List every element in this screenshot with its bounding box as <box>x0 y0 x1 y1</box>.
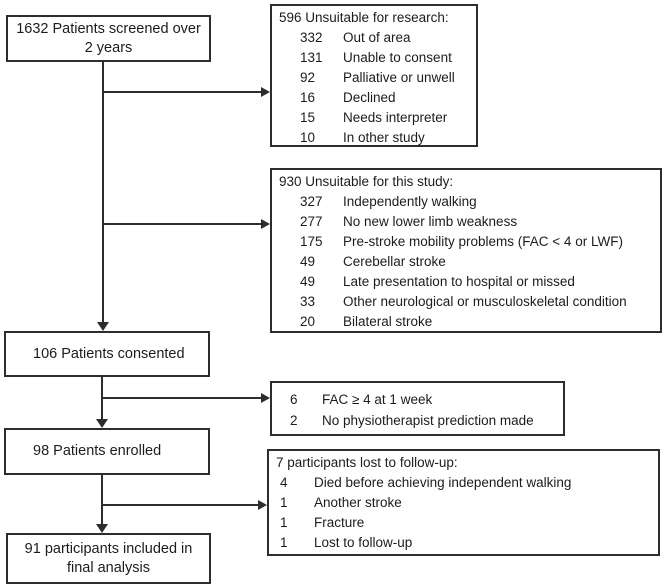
item-count: 327 <box>300 194 323 209</box>
box-final-analysis: 91 participants included in final analys… <box>6 533 211 584</box>
item-count: 2 <box>290 413 298 428</box>
connector-screened-to-consented <box>102 62 104 322</box>
list-item: 33 Other neurological or musculoskeletal … <box>272 292 660 312</box>
box-final-analysis-line2: final analysis <box>66 559 150 576</box>
box-screened-line1: 1632 Patients screened over <box>16 20 201 37</box>
arrowhead-right-unsuitable-research <box>261 87 270 97</box>
item-label: Declined <box>343 90 396 105</box>
arrowhead-down-consented <box>97 322 109 331</box>
item-count: 20 <box>300 314 316 329</box>
item-count: 175 <box>300 234 323 249</box>
list-item: 277 No new lower limb weakness <box>272 212 660 232</box>
connector-to-unsuitable-study <box>103 223 262 225</box>
item-label: Lost to follow-up <box>314 535 413 550</box>
item-label: Bilateral stroke <box>343 314 433 329</box>
item-label: No new lower limb weakness <box>343 214 518 229</box>
item-label: Needs interpreter <box>343 110 448 125</box>
item-count: 16 <box>300 90 316 105</box>
item-label: FAC ≥ 4 at 1 week <box>322 392 433 407</box>
item-label: Palliative or unwell <box>343 70 455 85</box>
list-item: 131 Unable to consent <box>272 48 476 68</box>
item-count: 10 <box>300 130 316 145</box>
item-label: Out of area <box>343 30 411 45</box>
item-label: Cerebellar stroke <box>343 254 446 269</box>
item-label: Late presentation to hospital or missed <box>343 274 575 289</box>
box-final-analysis-line1: 91 participants included in <box>24 540 193 557</box>
unsuitable-research-header: 596 Unsuitable for research: <box>279 10 449 25</box>
item-count: 15 <box>300 110 316 125</box>
item-count: 92 <box>300 70 316 85</box>
list-item: 92 Palliative or unwell <box>272 68 476 88</box>
item-count: 1 <box>280 535 288 550</box>
box-enrolled: 98 Patients enrolled <box>4 428 210 475</box>
item-count: 49 <box>300 254 316 269</box>
arrowhead-right-excluded-week1 <box>261 393 270 403</box>
unsuitable-study-header: 930 Unsuitable for this study: <box>279 174 454 189</box>
item-label: No physiotherapist prediction made <box>322 413 534 428</box>
box-lost-followup: 7 participants lost to follow-up: 4 Died … <box>267 449 660 556</box>
list-item: 1 Lost to follow-up <box>269 533 658 553</box>
item-count: 1 <box>280 495 288 510</box>
box-unsuitable-study: 930 Unsuitable for this study: 327 Indepe… <box>270 168 662 333</box>
item-label: Another stroke <box>314 495 402 510</box>
arrowhead-right-lost-followup <box>258 500 267 510</box>
item-label: Pre-stroke mobility problems (FAC < 4 or… <box>343 234 623 249</box>
item-label: Fracture <box>314 515 365 530</box>
list-item: 10 In other study <box>272 128 476 148</box>
item-count: 332 <box>300 30 323 45</box>
arrowhead-down-final <box>96 524 108 533</box>
box-consented-label: 106 Patients consented <box>33 345 185 362</box>
item-label: Other neurological or musculoskeletal co… <box>343 294 627 309</box>
item-label: Unable to consent <box>343 50 452 65</box>
list-item: 2 No physiotherapist prediction made <box>272 410 563 431</box>
item-count: 1 <box>280 515 288 530</box>
connector-to-lost-followup <box>102 504 259 506</box>
box-screened: 1632 Patients screened over 2 years <box>6 15 211 62</box>
list-item: 1 Another stroke <box>269 493 658 513</box>
list-item: 20 Bilateral stroke <box>272 312 660 332</box>
list-item: 16 Declined <box>272 88 476 108</box>
item-count: 6 <box>290 392 298 407</box>
list-item: 49 Cerebellar stroke <box>272 252 660 272</box>
list-item: 4 Died before achieving independent walki… <box>269 473 658 493</box>
list-item: 175 Pre-stroke mobility problems (FAC < 4… <box>272 232 660 252</box>
list-item: 49 Late presentation to hospital or misse… <box>272 272 660 292</box>
box-unsuitable-research: 596 Unsuitable for research: 332 Out of a… <box>270 4 478 147</box>
item-count: 49 <box>300 274 316 289</box>
item-count: 277 <box>300 214 323 229</box>
box-excluded-week1: 6 FAC ≥ 4 at 1 week 2 No physiotherapist p… <box>270 381 565 436</box>
item-label: Died before achieving independent walkin… <box>314 475 572 490</box>
item-label: In other study <box>343 130 425 145</box>
list-item: 15 Needs interpreter <box>272 108 476 128</box>
box-screened-line2: 2 years <box>84 39 133 56</box>
item-count: 33 <box>300 294 316 309</box>
list-item: 1 Fracture <box>269 513 658 533</box>
connector-to-excluded-week1 <box>102 397 262 399</box>
arrowhead-right-unsuitable-study <box>261 219 270 229</box>
item-count: 4 <box>280 475 288 490</box>
lost-followup-header: 7 participants lost to follow-up: <box>276 455 458 470</box>
connector-enrolled-to-final <box>101 475 103 525</box>
arrowhead-down-enrolled <box>96 419 108 428</box>
box-consented: 106 Patients consented <box>4 331 210 377</box>
list-item: 332 Out of area <box>272 28 476 48</box>
box-enrolled-label: 98 Patients enrolled <box>33 443 162 459</box>
list-item: 327 Independently walking <box>272 192 660 212</box>
connector-to-unsuitable-research <box>103 91 262 93</box>
item-label: Independently walking <box>343 194 477 209</box>
list-item: 6 FAC ≥ 4 at 1 week <box>272 389 563 410</box>
item-count: 131 <box>300 50 323 65</box>
